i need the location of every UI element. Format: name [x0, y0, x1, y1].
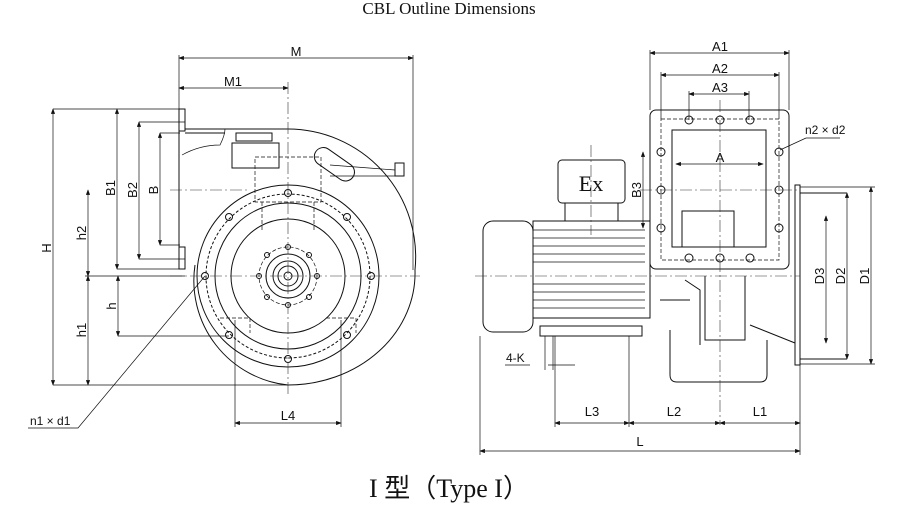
dim-A1: A1 — [712, 39, 728, 54]
dim-D3: D3 — [812, 268, 827, 285]
dim-D2: D2 — [833, 268, 848, 285]
front-view: M M1 H B1 B2 B h2 h1 h L4 n1 × d1 — [28, 44, 420, 429]
callout-4-K: 4-K — [506, 351, 525, 365]
callout-n2-d2: n2 × d2 — [805, 123, 846, 137]
dim-L1: L1 — [753, 404, 767, 419]
drawing-caption: I 型（Type I） — [369, 474, 529, 503]
dim-B1: B1 — [103, 180, 118, 196]
dim-A2: A2 — [712, 61, 728, 76]
dim-h2: h2 — [74, 226, 89, 240]
dim-L4: L4 — [281, 408, 295, 423]
terminal-box-outline — [231, 142, 280, 169]
drawing-title: CBL Outline Dimensions — [362, 0, 535, 18]
dim-H: H — [39, 243, 54, 252]
dim-L3: L3 — [585, 404, 599, 419]
dim-h1: h1 — [74, 323, 89, 337]
motor-feet — [539, 325, 643, 337]
fan-cover — [482, 220, 534, 333]
dim-B3: B3 — [629, 182, 644, 198]
cooling-fins — [533, 229, 645, 309]
dim-L2: L2 — [667, 404, 681, 419]
dim-M1: M1 — [224, 74, 242, 89]
side-view: Ex — [475, 39, 875, 455]
dim-M: M — [291, 44, 302, 59]
dim-B2: B2 — [125, 182, 140, 198]
callout-n1-d1: n1 × d1 — [30, 414, 71, 428]
inlet-flange — [649, 109, 790, 270]
dim-D1: D1 — [857, 268, 872, 285]
dim-B: B — [146, 186, 161, 195]
dim-A: A — [716, 150, 725, 165]
bolt-holes — [201, 189, 375, 363]
dim-h: h — [104, 302, 119, 309]
dim-A3: A3 — [712, 80, 728, 95]
dim-L: L — [636, 434, 643, 449]
motor-body — [532, 220, 651, 319]
volute-casing — [193, 128, 417, 386]
